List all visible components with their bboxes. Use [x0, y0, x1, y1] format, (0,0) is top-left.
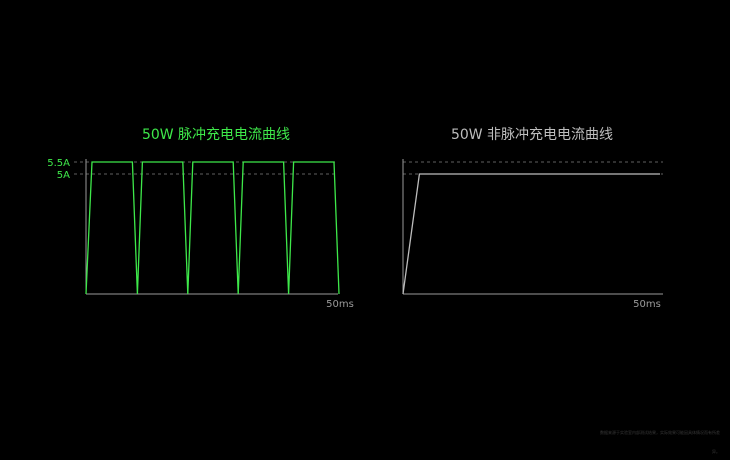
y-tick-label-0-0: 5.5A — [47, 158, 70, 169]
chart-title-1: 50W 非脉冲充电电流曲线 — [451, 127, 613, 143]
footnote-text: 数据来源于实验室内部测试结果，实际效果可能因具体情况而有所差异。 — [600, 430, 720, 454]
x-tick-label-0-0: 50ms — [326, 299, 354, 310]
x-tick-label-1-0: 50ms — [633, 299, 661, 310]
chart-title-0: 50W 脉冲充电电流曲线 — [142, 127, 290, 143]
y-tick-label-0-1: 5A — [57, 170, 70, 181]
chart-panel-1: 50W 非脉冲充电电流曲线 50ms — [402, 127, 663, 310]
series-line-1-0 — [402, 173, 660, 295]
series-line-0-0 — [85, 161, 340, 295]
